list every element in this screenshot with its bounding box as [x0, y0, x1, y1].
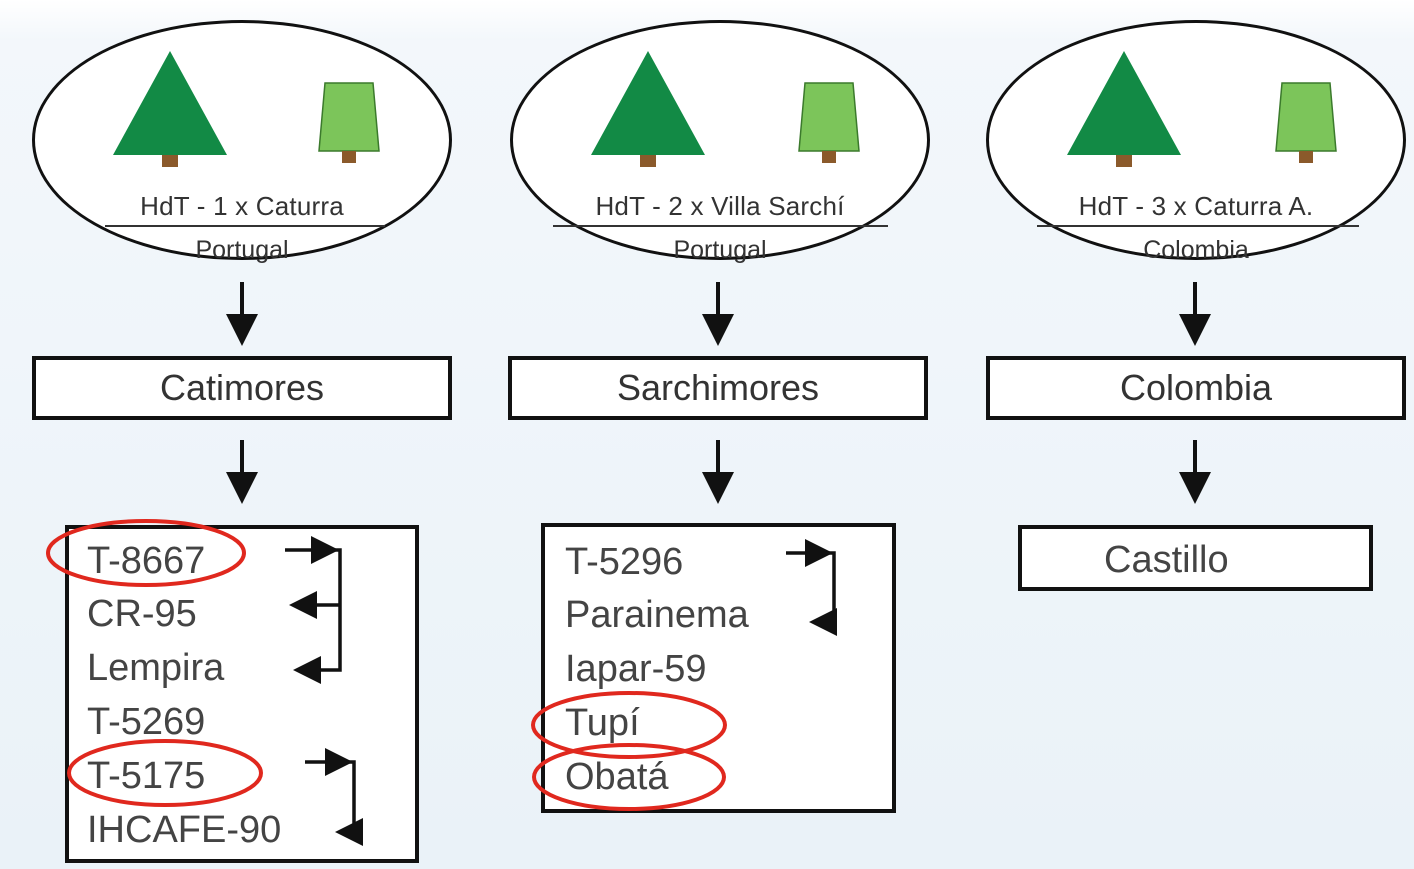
- variety-item: Lempira: [87, 647, 225, 689]
- origin-label: Portugal: [673, 236, 767, 264]
- highlight-circle: [46, 519, 727, 811]
- tall-tree-icon: [591, 51, 705, 167]
- dwarf-tree-icon: [798, 82, 860, 163]
- origin-label: Portugal: [195, 236, 289, 264]
- variety-list-catimores: T-8667 CR-95 Lempira T-5269 T-5175 IHCAF…: [65, 525, 419, 863]
- derivation-bracket: [305, 748, 363, 846]
- variety-item: T-8667: [87, 540, 206, 582]
- cross-label: HdT - 1 x Caturra: [140, 191, 344, 221]
- dwarf-tree-icon: [1275, 82, 1337, 163]
- dwarf-tree-icon: [318, 82, 380, 163]
- group-box-colombia: Colombia: [986, 356, 1406, 420]
- origin-label: Colombia: [1143, 236, 1249, 264]
- group-box-sarchimores: Sarchimores: [508, 356, 928, 420]
- variety-list-colombia: Castillo: [1018, 525, 1373, 591]
- group-label: Sarchimores: [616, 367, 820, 408]
- group-label: Catimores: [159, 367, 325, 408]
- variety-item: Castillo: [1104, 539, 1229, 581]
- tall-tree-icon: [1067, 51, 1181, 167]
- cross-label: HdT - 3 x Caturra A.: [1078, 191, 1314, 221]
- variety-item: IHCAFE-90: [87, 809, 282, 851]
- variety-item: T-5175: [87, 755, 206, 797]
- cross-underline: [553, 225, 888, 227]
- group-label: Colombia: [1119, 367, 1273, 408]
- variety-item: Parainema: [565, 594, 749, 636]
- variety-item: T-5269: [87, 701, 206, 743]
- cross-oval-1: HdT - 1 x Caturra Portugal: [32, 20, 452, 264]
- tall-tree-icon: [113, 51, 227, 167]
- variety-item: CR-95: [87, 593, 197, 635]
- cross-label: HdT - 2 x Villa Sarchí: [595, 191, 845, 221]
- derivation-bracket: [786, 539, 837, 636]
- variety-item: Obatá: [565, 756, 669, 798]
- cross-oval-3: HdT - 3 x Caturra A. Colombia: [986, 20, 1406, 264]
- group-box-catimores: Catimores: [32, 356, 452, 420]
- variety-item: Iapar-59: [565, 648, 707, 690]
- variety-item: T-5296: [565, 541, 684, 583]
- cross-oval-2: HdT - 2 x Villa Sarchí Portugal: [510, 20, 930, 264]
- derivation-bracket: [285, 536, 342, 684]
- variety-item: Tupí: [565, 702, 640, 744]
- cross-underline: [105, 225, 385, 227]
- cross-underline: [1037, 225, 1359, 227]
